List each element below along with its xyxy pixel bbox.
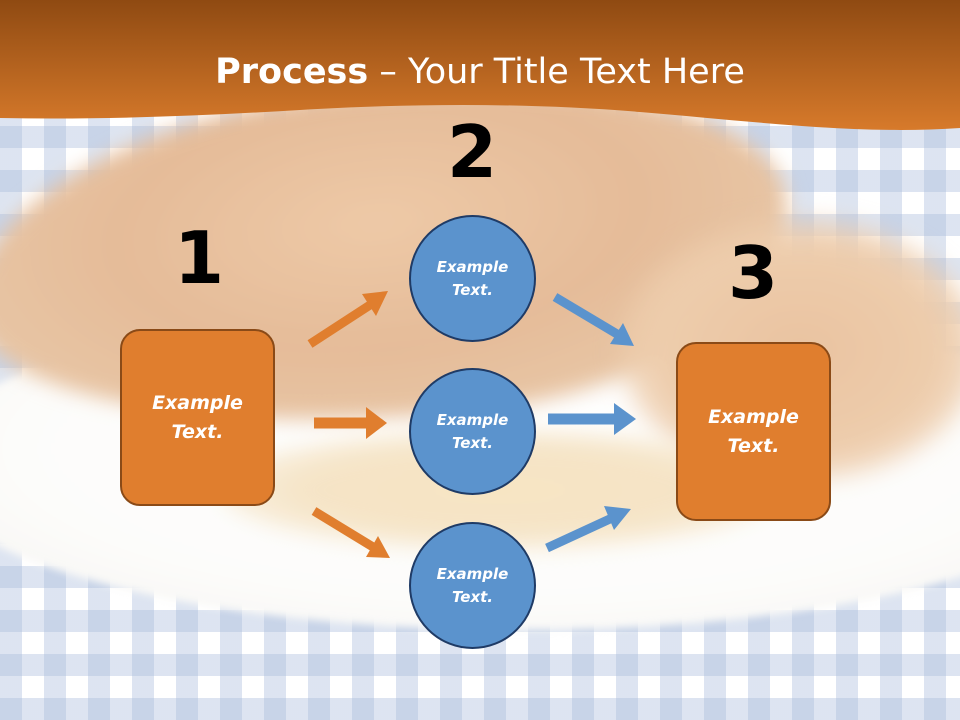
arrow-top-to-3 <box>552 293 634 346</box>
slide-title: Process – Your Title Text Here <box>0 52 960 92</box>
step-2-item-3-circle: Example Text. <box>409 522 536 649</box>
step-number-1: 1 <box>173 216 225 300</box>
step-number-2: 2 <box>446 110 498 194</box>
title-rest: – Your Title Text Here <box>368 52 745 92</box>
arrow-bottom-to-3 <box>545 506 631 553</box>
step-1-box: Example Text. <box>120 329 275 506</box>
step-1-text: Example Text. <box>152 391 243 443</box>
arrow-middle-to-3 <box>548 403 636 435</box>
title-bold: Process <box>215 52 369 92</box>
step-2-item-1-text: Example Text. <box>436 257 509 299</box>
arrow-1-to-bottom <box>311 507 390 558</box>
step-3-box: Example Text. <box>676 342 831 521</box>
arrow-1-to-top <box>307 291 388 348</box>
title-band <box>0 0 960 130</box>
step-2-item-3-text: Example Text. <box>436 564 509 606</box>
step-number-3: 3 <box>727 231 779 315</box>
step-2-item-2-text: Example Text. <box>436 410 509 452</box>
arrow-1-to-middle <box>314 407 387 439</box>
step-3-text: Example Text. <box>708 405 799 457</box>
step-2-item-2-circle: Example Text. <box>409 368 536 495</box>
step-2-item-1-circle: Example Text. <box>409 215 536 342</box>
